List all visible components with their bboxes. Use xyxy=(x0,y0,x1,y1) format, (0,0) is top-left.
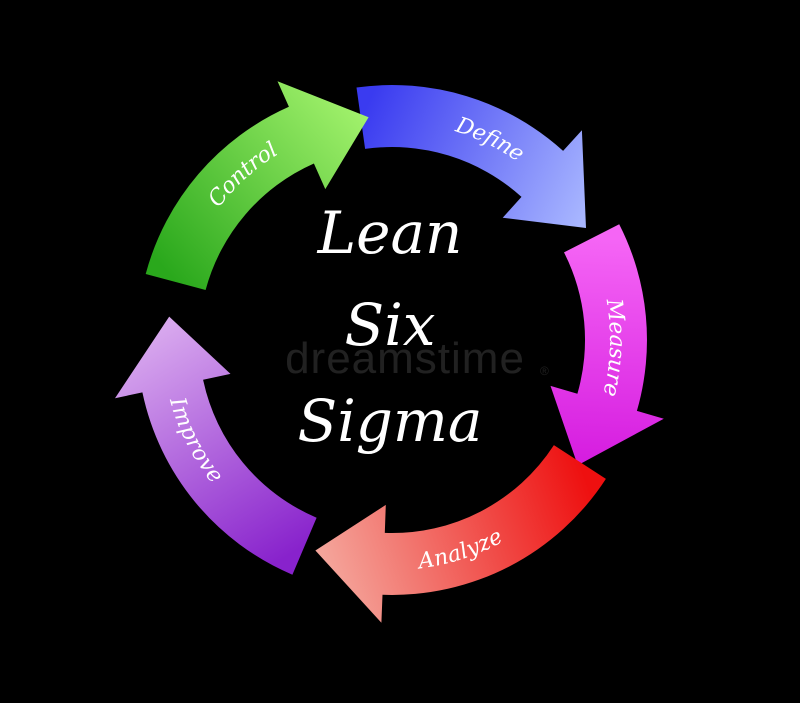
center-title-line-lean: Lean xyxy=(317,199,463,267)
watermark-text: dreamstime xyxy=(285,334,525,383)
arrow-improve xyxy=(115,316,317,575)
center-title-line-sigma: Sigma xyxy=(297,387,483,455)
arrow-define xyxy=(356,85,586,229)
arrow-measure xyxy=(550,224,664,466)
arrow-analyze xyxy=(315,445,606,623)
arrow-control xyxy=(145,81,369,290)
center-title-line-six: Six xyxy=(344,291,436,359)
watermark-registered-mark: ® xyxy=(540,364,549,378)
